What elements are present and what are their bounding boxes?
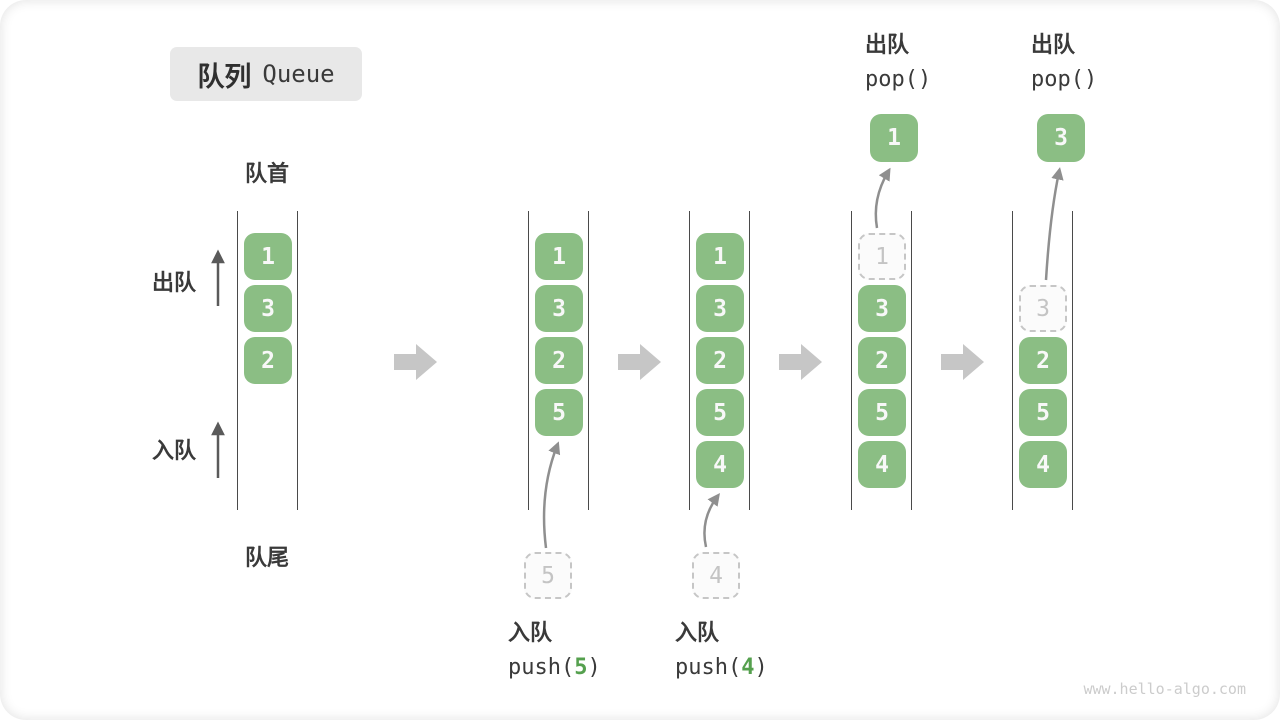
op-call-pre: push( (675, 655, 742, 680)
queue-cell: 1 (535, 233, 583, 280)
op-action: 入队 (508, 620, 553, 645)
op-call-pre: push( (508, 655, 575, 680)
op-action: 入队 (675, 620, 720, 645)
queue-rear-label: 队尾 (244, 545, 289, 570)
incoming-cell-5: 5 (524, 552, 572, 599)
queue-cell: 5 (696, 389, 744, 436)
op-call-arg: 5 (574, 655, 588, 680)
queue-cell: 4 (1019, 441, 1067, 488)
queue-state-3: 1 3 2 5 4 (689, 211, 750, 510)
op-label-push4: 入队 push(4) (675, 620, 768, 681)
queue-cell: 4 (858, 441, 906, 488)
queue-cell: 2 (1019, 337, 1067, 384)
op-action: 出队 (865, 32, 910, 57)
op-call: push(5) (508, 655, 601, 681)
state-transition-arrow-3 (779, 344, 822, 380)
queue-cell: 5 (858, 389, 906, 436)
title-zh: 队列 (197, 61, 252, 92)
op-call-post: ) (587, 655, 601, 680)
op-call: pop() (865, 67, 932, 92)
op-label-pop1: 出队 pop() (865, 32, 931, 93)
queue-front-label: 队首 (244, 161, 289, 186)
enqueue-side-label: 入队 (152, 438, 197, 463)
op-call: pop() (1031, 67, 1098, 92)
title-en: Queue (262, 60, 335, 88)
queue-cell: 2 (244, 337, 292, 384)
state-transition-arrow-4 (941, 344, 984, 380)
queue-state-1: 1 3 2 (237, 211, 298, 510)
op-call-post: ) (754, 655, 768, 680)
queue-state-5: 3 2 5 4 (1012, 211, 1073, 510)
op-call-arg: 4 (741, 655, 755, 680)
ghost-cell: 3 (1019, 285, 1067, 332)
title-badge: 队列 Queue (170, 47, 362, 101)
queue-cell: 2 (858, 337, 906, 384)
queue-cell: 4 (696, 441, 744, 488)
ghost-cell: 1 (858, 233, 906, 280)
popped-cell-1: 1 (870, 114, 918, 162)
state-transition-arrow-2 (618, 344, 661, 380)
queue-cell: 2 (696, 337, 744, 384)
queue-cell: 5 (1019, 389, 1067, 436)
op-call: push(4) (675, 655, 768, 681)
queue-cell: 1 (696, 233, 744, 280)
op-label-push5: 入队 push(5) (508, 620, 601, 681)
dequeue-side-label: 出队 (152, 270, 197, 295)
op-label-pop2: 出队 pop() (1031, 32, 1097, 93)
queue-state-2: 1 3 2 5 (528, 211, 589, 510)
queue-cell: 5 (535, 389, 583, 436)
queue-cell: 3 (535, 285, 583, 332)
popped-cell-3: 3 (1037, 114, 1085, 162)
queue-cell: 3 (696, 285, 744, 332)
queue-cell: 3 (858, 285, 906, 332)
state-transition-arrow-1 (394, 344, 437, 380)
queue-cell: 3 (244, 285, 292, 332)
incoming-cell-4: 4 (692, 552, 740, 599)
queue-cell: 2 (535, 337, 583, 384)
queue-cell: 1 (244, 233, 292, 280)
watermark: www.hello-algo.com (1083, 680, 1246, 698)
op-action: 出队 (1031, 32, 1076, 57)
queue-state-4: 1 3 2 5 4 (851, 211, 912, 510)
